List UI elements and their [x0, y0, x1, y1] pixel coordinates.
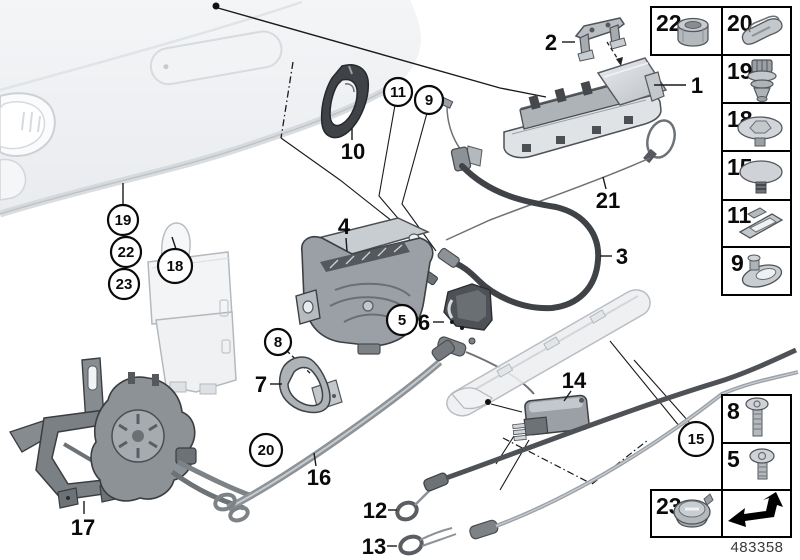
hinge-cutout [0, 92, 56, 201]
svg-text:17: 17 [71, 515, 95, 540]
part-4-trunk-lock [295, 217, 434, 355]
callout-2[interactable]: 2 [545, 30, 575, 55]
callout-10[interactable]: 10 [341, 128, 365, 164]
svg-text:11: 11 [390, 84, 406, 101]
latch-drive-unit [90, 372, 253, 511]
svg-text:16: 16 [307, 465, 331, 490]
part-2-hinge-bracket [574, 17, 627, 66]
svg-text:3: 3 [616, 244, 628, 269]
expansion-grommet-icon [747, 59, 777, 102]
part-21-release-cable [445, 119, 676, 241]
part-14-lock-actuator [512, 394, 590, 442]
svg-text:22: 22 [118, 244, 135, 261]
legend-box-18[interactable]: 18 [721, 102, 792, 152]
callout-circled-18[interactable]: 18 [156, 236, 194, 285]
svg-text:14: 14 [562, 368, 587, 393]
svg-text:19: 19 [727, 58, 753, 84]
svg-text:2: 2 [545, 30, 557, 55]
svg-text:5: 5 [398, 312, 406, 329]
callout-21[interactable]: 21 [596, 176, 620, 213]
trim-strip [446, 289, 651, 417]
callout-4[interactable]: 4 [338, 214, 351, 252]
legend-box-8[interactable]: 8 [721, 394, 792, 444]
svg-text:21: 21 [596, 188, 620, 213]
callout-17[interactable]: 17 [71, 501, 95, 540]
callout-12[interactable]: 12 [363, 498, 397, 523]
svg-text:6: 6 [418, 310, 430, 335]
callouts-circled: 11 9 19 22 23 18 8 5 [106, 76, 715, 468]
slotted-clip-icon [738, 207, 784, 239]
direction-arrow-icon [728, 492, 783, 527]
svg-text:13: 13 [362, 534, 386, 559]
svg-text:5: 5 [727, 446, 740, 472]
legend-box-11[interactable]: 11 [721, 199, 792, 248]
legend-box-22[interactable]: 22 [650, 6, 723, 56]
oval-grommet-icon [741, 254, 783, 288]
legend-box-direction [721, 489, 792, 538]
callout-circled-8[interactable]: 8 [263, 327, 293, 357]
doc-number: 483358 [730, 539, 783, 556]
callout-circled-20[interactable]: 20 [248, 432, 284, 468]
part-13-bowden-cable [398, 370, 799, 556]
callout-circled-19[interactable]: 19 [106, 183, 140, 237]
svg-text:19: 19 [115, 212, 132, 229]
svg-text:12: 12 [363, 498, 387, 523]
svg-text:8: 8 [727, 398, 740, 424]
legend-box-5[interactable]: 5 [721, 442, 792, 491]
svg-text:22: 22 [656, 10, 682, 36]
part-7-pull-handle [278, 356, 343, 414]
svg-text:9: 9 [425, 92, 433, 109]
mushroom-rivet-icon [739, 160, 783, 194]
part-18-container [147, 222, 237, 395]
callout-14[interactable]: 14 [562, 368, 587, 402]
legend-sidebar: 22 20 19 [650, 6, 792, 296]
svg-text:20: 20 [258, 442, 275, 459]
callout-7[interactable]: 7 [255, 372, 282, 397]
long-screw-icon [745, 397, 769, 437]
svg-text:4: 4 [338, 214, 351, 239]
callout-circled-15[interactable]: 15 [677, 420, 715, 458]
svg-text:10: 10 [341, 139, 365, 164]
bayonet-grommet-icon [673, 493, 714, 528]
callout-circled-5[interactable]: 5 [385, 303, 419, 337]
part-16-wiring-harness [213, 339, 456, 523]
spring-clip-icon [741, 15, 783, 45]
legend-box-20[interactable]: 20 [721, 6, 792, 56]
legend-box-19[interactable]: 19 [721, 54, 792, 104]
callout-circled-11[interactable]: 11 [382, 76, 414, 108]
callout-13[interactable]: 13 [362, 534, 397, 559]
svg-text:11: 11 [727, 202, 752, 228]
dome-rivet-icon [737, 116, 783, 147]
legend-box-23[interactable]: 23 [650, 489, 723, 538]
legend-bottom: 8 5 23 [650, 394, 792, 556]
svg-text:9: 9 [731, 250, 744, 276]
trunk-lid-panel [0, 0, 421, 218]
callout-16[interactable]: 16 [307, 452, 331, 490]
callout-circled-23[interactable]: 23 [107, 267, 141, 301]
svg-text:1: 1 [691, 73, 703, 98]
legend-box-9[interactable]: 9 [721, 246, 792, 296]
lid-reference-dot [212, 2, 220, 10]
legend-box-15[interactable]: 15 [721, 150, 792, 201]
short-screw-icon [749, 448, 775, 480]
svg-text:23: 23 [116, 276, 133, 293]
svg-text:18: 18 [167, 258, 184, 275]
svg-text:7: 7 [255, 372, 267, 397]
callout-3[interactable]: 3 [600, 244, 628, 269]
hex-nut-icon [677, 17, 709, 47]
svg-text:8: 8 [274, 334, 282, 351]
part-1-trunk-grip-unit [503, 57, 668, 159]
part-10-grip-gasket [320, 64, 370, 139]
callout-1[interactable]: 1 [654, 73, 703, 98]
svg-text:15: 15 [688, 431, 705, 448]
callout-circled-22[interactable]: 22 [109, 235, 143, 269]
camera-window [596, 57, 668, 106]
part-12-bowden-cable [395, 347, 798, 522]
callout-6[interactable]: 6 [418, 310, 444, 335]
license-plate-recess [149, 30, 283, 86]
callouts-plain: 2 1 10 4 6 7 21 3 [71, 30, 703, 559]
callout-circled-9[interactable]: 9 [413, 84, 445, 116]
